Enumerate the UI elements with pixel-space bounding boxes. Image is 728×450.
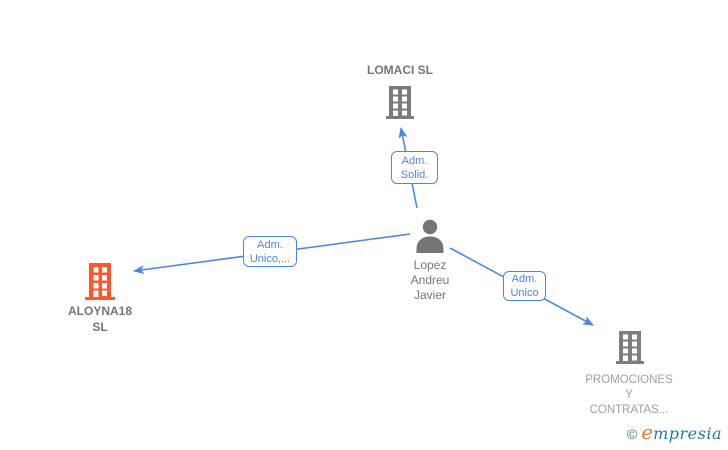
node-person-label[interactable]: Lopez Andreu Javier [410,258,450,302]
brand-name: mpresia [653,424,722,443]
edge-label-adm-unico-left[interactable]: Adm. Unico,... [243,236,297,267]
building-icon[interactable] [386,86,414,119]
brand-initial: e [641,420,654,444]
copyright-icon: © [626,426,638,442]
node-lomaci-label[interactable]: LOMACI SL [367,63,433,77]
node-promociones-label[interactable]: PROMOCIONES Y CONTRATAS... [585,374,673,416]
edge-label-adm-unico-right[interactable]: Adm. Unico [503,271,546,301]
edge-label-adm-solid[interactable]: Adm. Solid. [391,151,438,184]
person-icon[interactable] [412,219,448,253]
node-aloyna-label[interactable]: ALOYNA18 SL [67,304,132,334]
building-icon-highlighted[interactable] [85,263,115,300]
building-icon[interactable] [616,331,644,364]
empresia-logo[interactable]: © e mpresia [627,420,722,444]
